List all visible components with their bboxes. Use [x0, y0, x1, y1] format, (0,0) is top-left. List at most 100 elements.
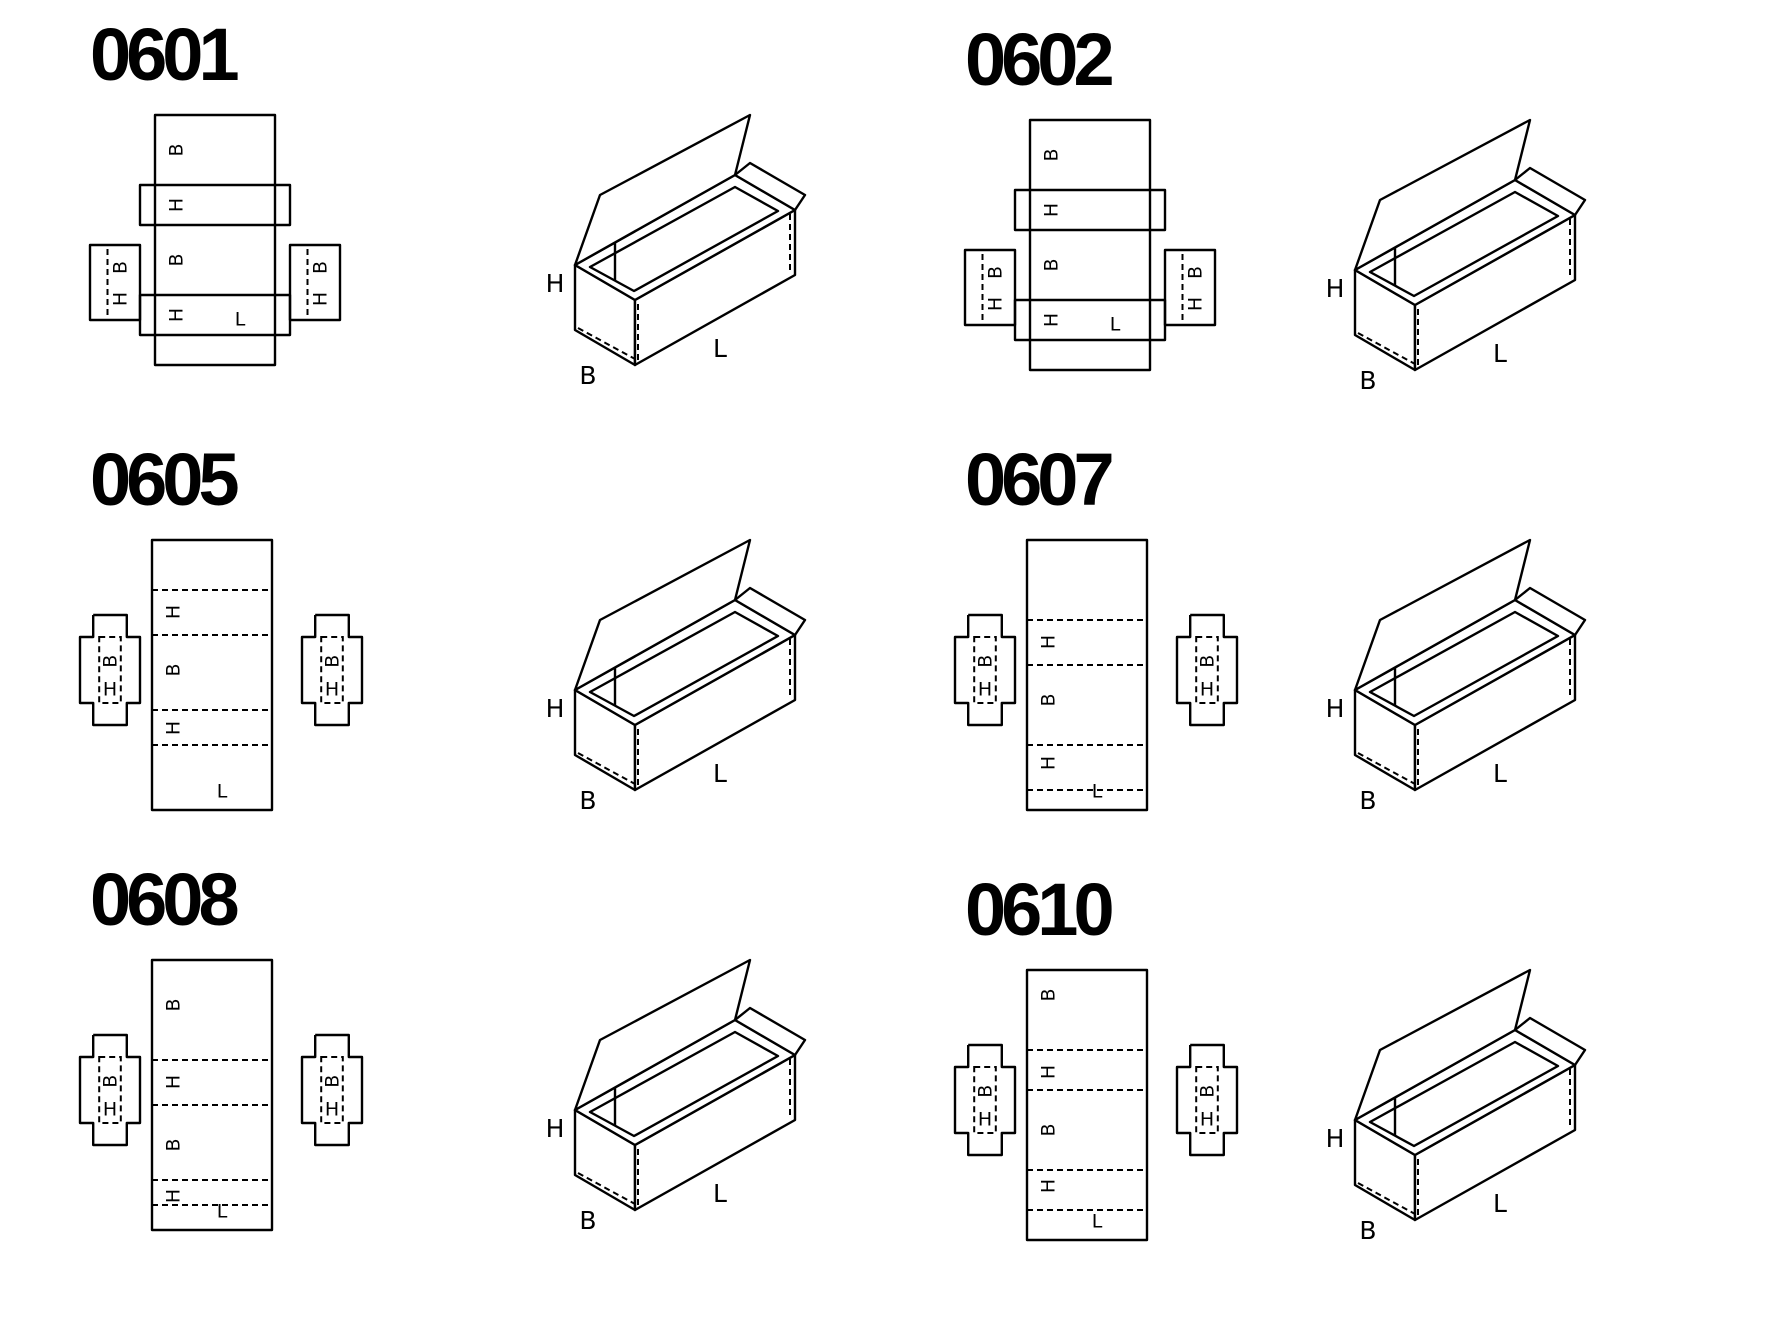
- box-0-inner-rim: [588, 185, 780, 293]
- net-2-label-0: H: [163, 605, 185, 619]
- net-1-h2: H: [1041, 313, 1063, 327]
- box-2-l-label: L: [713, 759, 727, 788]
- net-5-right-flap-fold: [1195, 1066, 1219, 1134]
- net-0-b1: B: [166, 143, 188, 156]
- net-0-right-flap-b-label: B: [310, 261, 332, 274]
- style-code: 0601: [90, 13, 238, 96]
- style-code: 0607: [965, 438, 1111, 521]
- net-3-label-0: H: [1038, 635, 1060, 649]
- box-5-b-label: B: [1359, 1216, 1376, 1245]
- box-0-b-label: B: [579, 361, 596, 390]
- box-3-l-label: L: [1493, 759, 1507, 788]
- net-5-label-0: B: [1038, 988, 1060, 1001]
- net-3-body: [1025, 538, 1149, 812]
- net-4-right-flap-fold: [320, 1056, 344, 1124]
- net-5-body: [1025, 968, 1149, 1242]
- box-3-base-seam: [1357, 752, 1416, 785]
- net-4-right-flap-h-label: H: [325, 1098, 339, 1120]
- box-1-h-label: H: [1326, 274, 1345, 303]
- net-4-label-3: H: [163, 1189, 185, 1203]
- net-0-h1: H: [166, 198, 188, 212]
- box-2-lid: [573, 538, 752, 692]
- net-2-label-1: B: [163, 663, 185, 676]
- net-1-right-flap-outline: [1163, 248, 1217, 327]
- net-0-right-flap-outline: [288, 243, 342, 322]
- net-2-right-flap-outline: [300, 613, 364, 727]
- box-2-inner-rim: [588, 610, 780, 718]
- box-3-side-flap: [1513, 586, 1587, 637]
- box-4-lid: [573, 958, 752, 1112]
- net-5-right-flap-h-label: H: [1200, 1108, 1214, 1130]
- net-4-l: L: [217, 1201, 228, 1223]
- net-0-l: L: [235, 309, 246, 331]
- net-2-left-flap-b-label: B: [100, 655, 122, 668]
- net-5-label-3: H: [1038, 1179, 1060, 1193]
- box-3-inner-rim: [1368, 610, 1560, 718]
- box-4-side-flap: [733, 1006, 807, 1057]
- net-0-h2: H: [166, 308, 188, 322]
- box-0-l-label: L: [713, 334, 727, 363]
- net-4-left-flap-b-label: B: [100, 1075, 122, 1088]
- box-1-inner-rim: [1368, 190, 1560, 298]
- net-0-left-flap-outline: [88, 243, 142, 322]
- net-0-wing-1: [138, 183, 292, 227]
- net-3-label-1: B: [1038, 693, 1060, 706]
- box-2-side-flap: [733, 586, 807, 637]
- net-4-left-flap-outline: [78, 1033, 142, 1147]
- net-1-h1: H: [1041, 203, 1063, 217]
- box-5-l-label: L: [1493, 1189, 1507, 1218]
- net-4-left-flap-h-label: H: [103, 1098, 117, 1120]
- net-2-left-flap-fold: [98, 636, 122, 704]
- style-code: 0608: [90, 858, 237, 941]
- net-2-label-2: H: [163, 721, 185, 735]
- net-4-label-0: B: [163, 998, 185, 1011]
- net-0-right-flap-h-label: H: [310, 292, 332, 306]
- net-5-right-flap-outline: [1175, 1043, 1239, 1157]
- net-5-label-1: H: [1038, 1065, 1060, 1079]
- net-4-body: [150, 958, 274, 1232]
- box-5-h-label: H: [1326, 1124, 1345, 1153]
- box-5-lid: [1353, 968, 1532, 1122]
- box-5-base-seam: [1357, 1182, 1416, 1215]
- net-3-left-flap-outline: [953, 613, 1017, 727]
- style-code: 0605: [90, 438, 238, 521]
- net-1-wing-2: [1013, 298, 1167, 342]
- net-2-left-flap-h-label: H: [103, 678, 117, 700]
- net-1-right-flap-h-label: H: [1185, 297, 1207, 311]
- net-0-left-flap-b-label: B: [110, 261, 132, 274]
- net-3-left-flap-h-label: H: [978, 678, 992, 700]
- net-4-label-2: B: [163, 1138, 185, 1151]
- box-4-inner-rim: [588, 1030, 780, 1138]
- net-5-l: L: [1092, 1211, 1103, 1233]
- net-3-right-flap-fold: [1195, 636, 1219, 704]
- net-4-right-flap-outline: [300, 1033, 364, 1147]
- net-0-b2: B: [166, 253, 188, 266]
- net-5-right-flap-b-label: B: [1197, 1085, 1219, 1098]
- net-1-l: L: [1110, 314, 1121, 336]
- net-3-right-flap-h-label: H: [1200, 678, 1214, 700]
- net-2-left-flap-outline: [78, 613, 142, 727]
- box-1-base-seam: [1357, 332, 1416, 365]
- style-code: 0610: [965, 868, 1112, 951]
- net-3-l: L: [1092, 781, 1103, 803]
- style-code: 0602: [965, 18, 1112, 101]
- box-1-lid: [1353, 118, 1532, 272]
- box-3-lid: [1353, 538, 1532, 692]
- net-3-label-2: H: [1038, 756, 1060, 770]
- net-1-wing-1: [1013, 188, 1167, 232]
- net-3-right-flap-b-label: B: [1197, 655, 1219, 668]
- net-1-b1: B: [1041, 148, 1063, 161]
- net-3-left-flap-fold: [973, 636, 997, 704]
- box-0-lid: [573, 113, 752, 267]
- box-0-base-seam: [577, 327, 636, 360]
- box-2-b-label: B: [579, 786, 596, 815]
- box-4-base-seam: [577, 1172, 636, 1205]
- net-1-b2: B: [1041, 258, 1063, 271]
- box-2-base-seam: [577, 752, 636, 785]
